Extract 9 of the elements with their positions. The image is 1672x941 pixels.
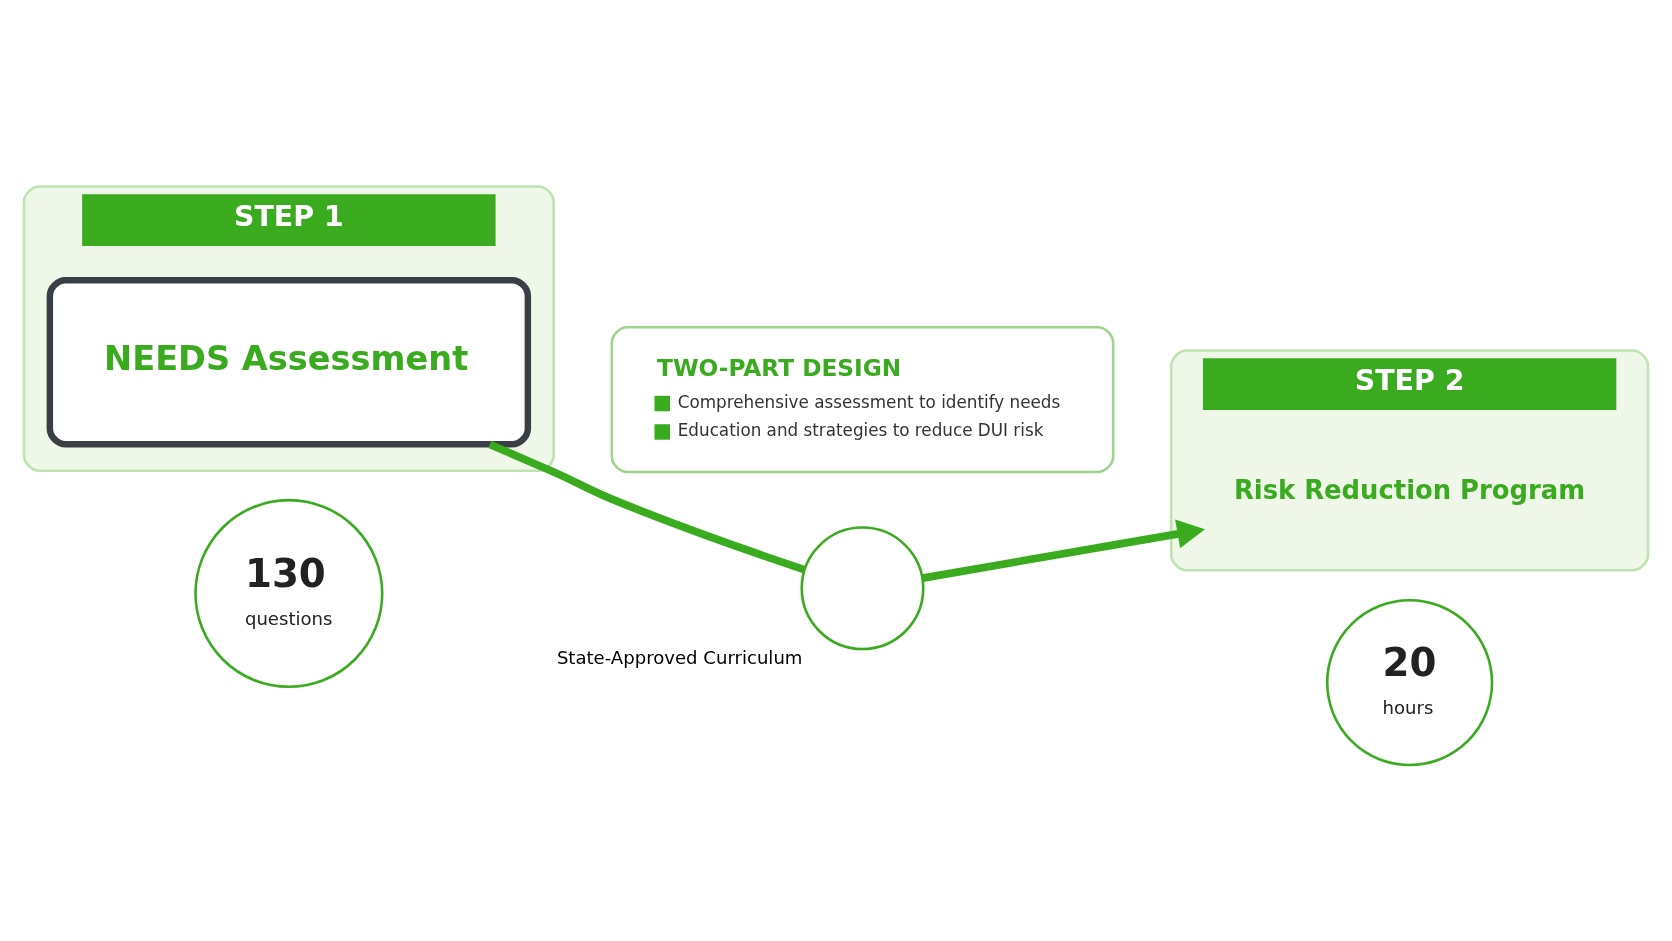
connector	[488, 440, 806, 574]
node-box: NEEDS Assessment	[46, 276, 532, 448]
node-label: State-Approved Curriculum	[556, 646, 803, 668]
node-circle: 20 hours	[1325, 598, 1494, 767]
node-text: Risk Reduction Program	[1233, 475, 1586, 506]
arrow	[921, 519, 1205, 582]
node-circle: 130 questions	[194, 498, 384, 689]
node-circle	[800, 526, 925, 651]
node-box: TWO-PART DESIGN Comprehensive assessment to identify needs Education and strategies to reduce DUI risk	[610, 326, 1115, 474]
